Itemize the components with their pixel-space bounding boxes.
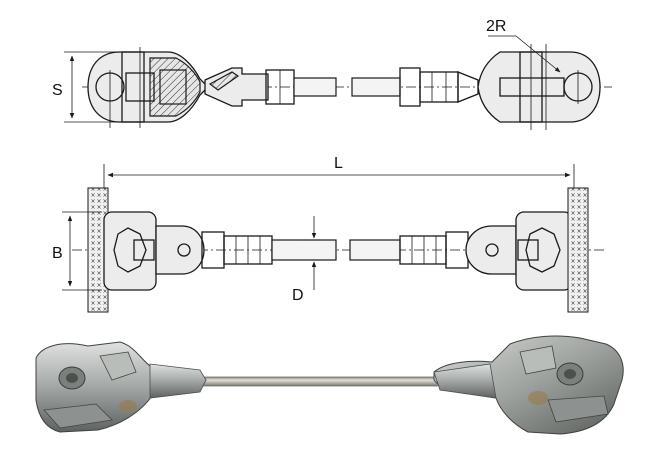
b-dimension-label: B [52, 245, 63, 262]
top-view: S 2R [52, 18, 612, 130]
plan-right-eye [465, 225, 517, 275]
plan-rod-right [349, 239, 401, 261]
two-r-dimension-label: 2R [486, 18, 506, 35]
plan-left-eye [155, 225, 205, 275]
top-left-bolt [121, 51, 145, 123]
plan-rod-left [271, 239, 337, 261]
l-dimension-label: L [334, 155, 343, 172]
photo-rod [199, 376, 441, 387]
top-left-cotter-section [159, 69, 187, 105]
product-photo [35, 335, 624, 435]
plan-view: L B D [52, 155, 604, 313]
plan-right-clamp [515, 211, 573, 291]
photo-left-sleeve [149, 363, 207, 399]
plan-left-clamp-lug [113, 227, 147, 273]
top-rod-right [351, 77, 401, 97]
top-rod-left [293, 77, 337, 97]
photo-right-sleeve [433, 363, 497, 399]
top-right-clamp-body [477, 51, 601, 123]
d-dimension-label: D [292, 287, 304, 304]
s-dimension-label: S [52, 82, 63, 99]
right-conductor-stub [567, 187, 589, 313]
plan-left-clamp [103, 211, 157, 291]
top-left-swage-hatch [208, 71, 240, 91]
plan-right-clamp-lug [525, 227, 561, 273]
two-r-leader [515, 35, 561, 73]
